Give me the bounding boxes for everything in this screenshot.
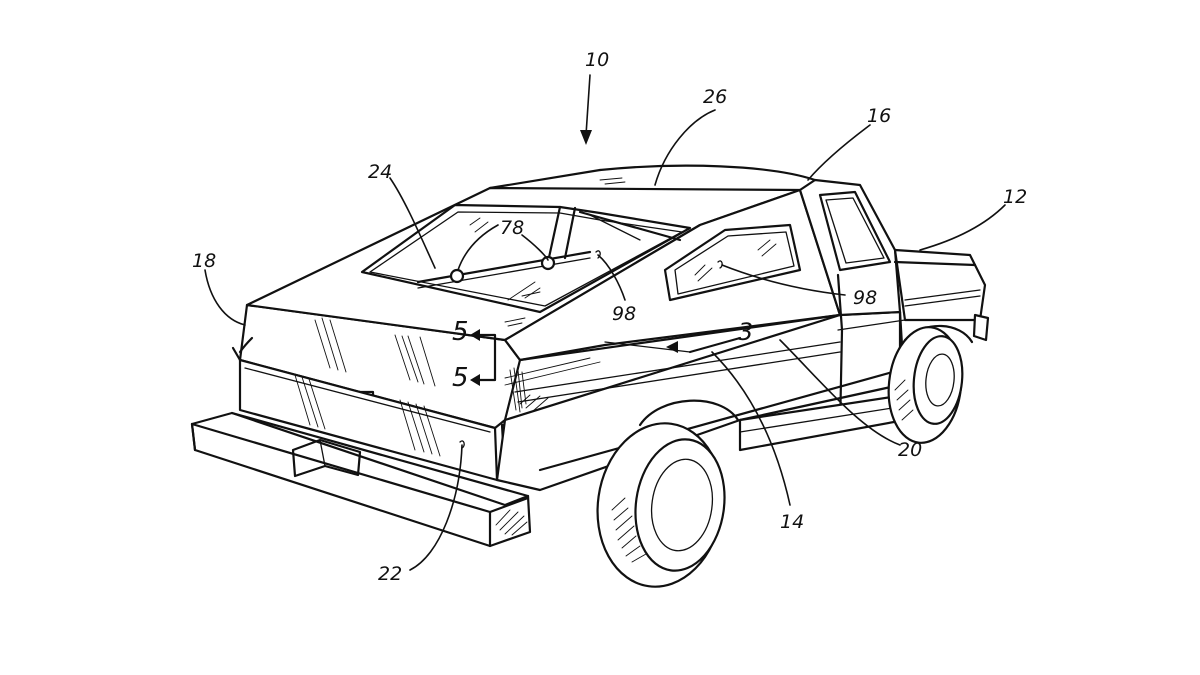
label-18: 18 [192, 250, 216, 272]
front-wheel [887, 326, 964, 444]
label-26: 26 [703, 86, 727, 108]
cab [488, 164, 990, 452]
label-section-5-bottom: 5 [452, 363, 469, 393]
label-16: 16 [867, 105, 891, 127]
label-78: 78 [500, 217, 524, 239]
label-12: 12 [1003, 186, 1027, 208]
label-section-5-top: 5 [452, 317, 469, 347]
label-section-3: 3 [738, 318, 753, 346]
reference-numerals: 10 26 16 12 24 78 18 98 98 3 5 5 20 14 2… [192, 49, 1027, 585]
label-98-right: 98 [853, 287, 877, 309]
label-14: 14 [780, 511, 804, 533]
pickup-truck-drawing [190, 164, 990, 588]
label-22: 22 [378, 563, 402, 585]
label-24: 24 [368, 161, 392, 183]
rear-wheel [596, 422, 726, 588]
label-20: 20 [898, 439, 922, 461]
leader-lines [204, 74, 1006, 571]
label-98-left: 98 [612, 303, 636, 325]
label-10: 10 [585, 49, 609, 71]
rear-bumper [190, 411, 532, 548]
